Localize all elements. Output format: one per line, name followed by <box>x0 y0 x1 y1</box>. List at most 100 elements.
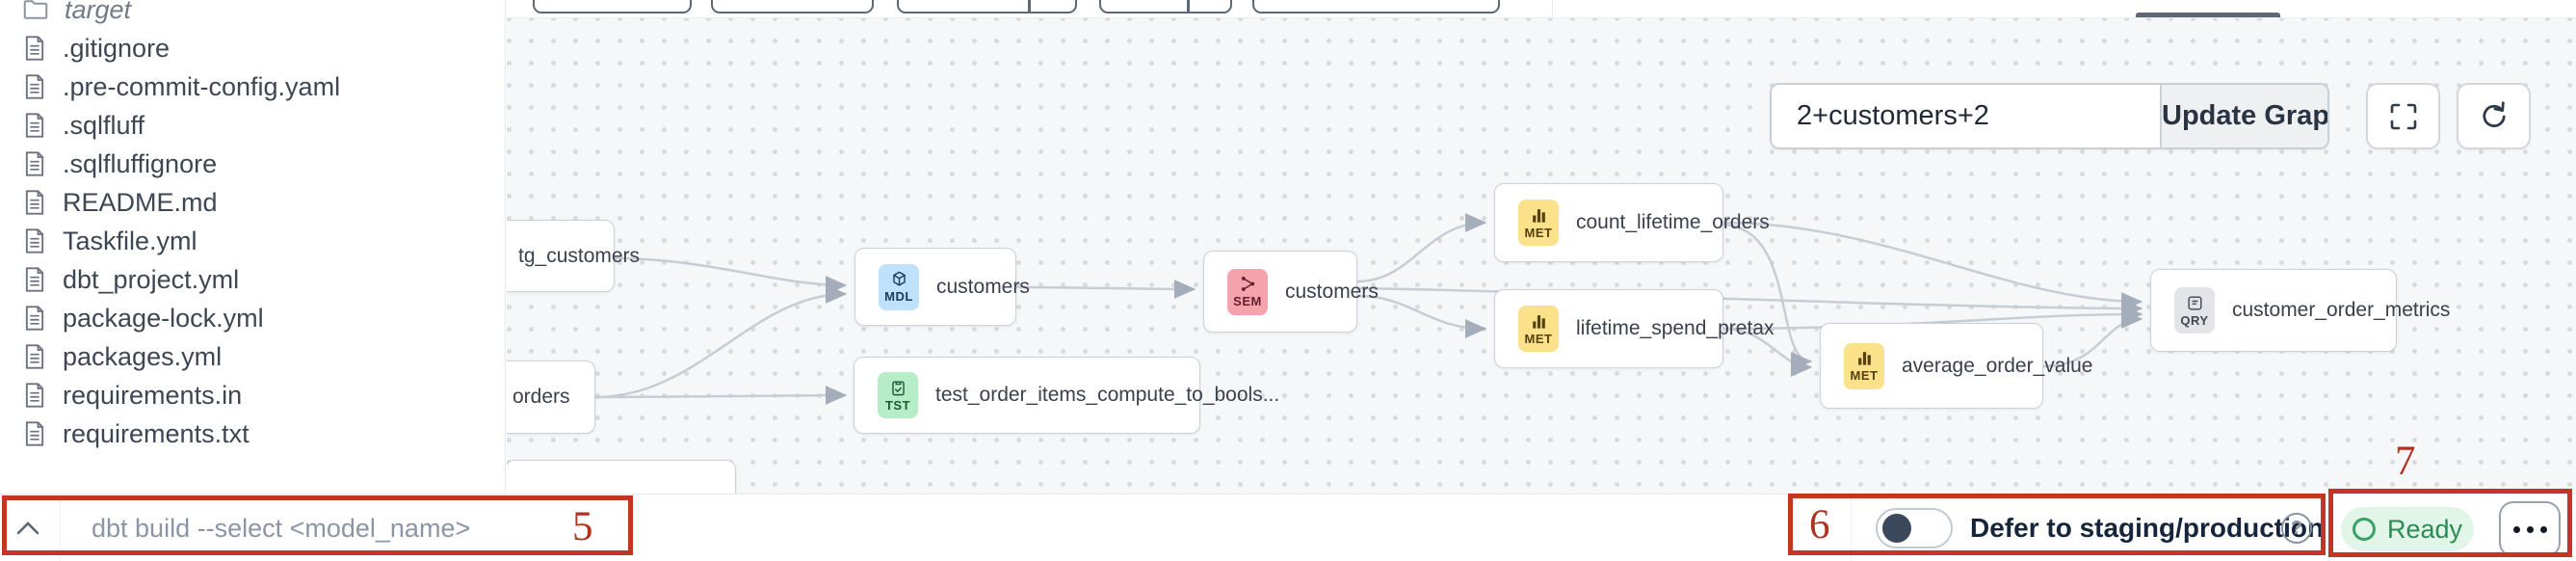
graph-edge <box>1722 305 2143 331</box>
help-icon[interactable]: ? <box>2281 513 2312 544</box>
refresh-icon <box>2482 100 2506 127</box>
graph-node-test-order-items[interactable]: TST test_order_items_compute_to_bools... <box>854 357 1279 434</box>
file-item[interactable]: .sqlfluffignore <box>0 145 505 183</box>
graph-node-customer-order-metrics[interactable]: QRY customer_order_metrics <box>2150 269 2450 352</box>
refresh-button[interactable] <box>2457 83 2531 149</box>
file-item-label: .gitignore <box>63 33 171 63</box>
ready-label: Ready <box>2386 514 2463 544</box>
graph-edge <box>594 284 848 399</box>
graph-node-customers-semantic[interactable]: SEM customers <box>1203 251 1379 333</box>
file-icon <box>25 74 44 99</box>
chart-icon: MET <box>1518 200 1559 246</box>
file-explorer-sidebar: target .gitignore .pre-commit-config.yaml.… <box>0 0 506 494</box>
clipboard-icon: TST <box>878 372 918 418</box>
file-item-label: .sqlfluff <box>63 110 145 140</box>
clipped-toolbar-button[interactable] <box>1252 0 1500 13</box>
file-icon <box>25 383 44 408</box>
chart-icon: MET <box>1518 306 1559 352</box>
graph-selector-group: Update Graph <box>1770 83 2329 149</box>
graph-node-count-lifetime-orders[interactable]: MET count_lifetime_orders <box>1494 183 1770 262</box>
file-item-label: target <box>65 0 132 24</box>
ready-status-badge[interactable]: Ready <box>2341 507 2474 551</box>
graph-node-label: average_order_value <box>1902 354 2093 377</box>
file-icon <box>25 113 44 138</box>
graph-edge <box>594 386 848 406</box>
file-icon <box>25 36 44 61</box>
clipped-toolbar-button[interactable] <box>1099 0 1232 13</box>
file-icon <box>25 190 44 215</box>
lineage-toolbar-clipped <box>507 0 2576 18</box>
graph-edge <box>1356 294 1487 338</box>
clipped-toolbar-button[interactable] <box>533 0 692 13</box>
file-item[interactable]: dbt_project.yml <box>0 260 505 299</box>
dot-icon <box>2539 525 2547 533</box>
graph-edge <box>1722 327 1813 377</box>
chip-divider <box>1187 0 1190 13</box>
file-item[interactable]: requirements.in <box>0 376 505 414</box>
clipped-toolbar-button[interactable] <box>897 0 1077 13</box>
fullscreen-icon <box>2390 103 2416 129</box>
file-icon <box>25 151 44 176</box>
file-item[interactable]: README.md <box>0 183 505 222</box>
pane-divider <box>1552 0 1553 17</box>
chevron-up-icon <box>16 521 39 535</box>
graph-edge <box>614 256 848 295</box>
graph-node-label: test_order_items_compute_to_bools... <box>935 384 1280 406</box>
fullscreen-button[interactable] <box>2366 83 2440 149</box>
graph-edge <box>1722 223 1813 371</box>
file-item-label: packages.yml <box>63 341 223 371</box>
toggle-knob <box>1882 514 1911 543</box>
file-item[interactable]: .sqlfluff <box>0 106 505 145</box>
defer-toggle[interactable] <box>1876 508 1953 548</box>
graph-node-label: orders <box>513 386 570 408</box>
file-item[interactable]: requirements.txt <box>0 414 505 453</box>
file-item-label: requirements.in <box>63 380 243 410</box>
file-icon <box>25 306 44 331</box>
file-item-label: Taskfile.yml <box>63 226 197 255</box>
file-item[interactable]: .pre-commit-config.yaml <box>0 67 505 106</box>
chart-icon: MET <box>1844 342 1884 389</box>
file-item-label: README.md <box>63 187 218 217</box>
graph-node-label: customers <box>1285 280 1379 303</box>
file-item[interactable]: package-lock.yml <box>0 299 505 337</box>
file-item[interactable]: target <box>0 0 505 29</box>
file-list: target .gitignore .pre-commit-config.yaml.… <box>0 0 505 453</box>
graph-edge <box>1356 286 2143 318</box>
file-item[interactable]: .gitignore <box>0 29 505 67</box>
dot-icon <box>2512 525 2520 533</box>
file-item[interactable]: packages.yml <box>0 337 505 376</box>
branch-icon: SEM <box>1227 268 1268 315</box>
graph-edges <box>594 213 2143 406</box>
file-item[interactable]: Taskfile.yml <box>0 222 505 260</box>
command-bar: Defer to staging/production ? Ready <box>0 494 2576 561</box>
graph-node-clipped-bottom-node[interactable] <box>507 460 736 494</box>
file-icon <box>25 344 44 369</box>
graph-node-customers-model[interactable]: MDL customers <box>854 248 1030 326</box>
cube-icon: MDL <box>879 263 919 310</box>
defer-label: Defer to staging/production <box>1970 513 2325 543</box>
graph-edge <box>1356 213 1487 283</box>
command-bar-divider <box>1851 494 1852 561</box>
update-graph-button[interactable]: Update Graph <box>2160 85 2327 147</box>
file-icon <box>25 228 44 254</box>
graph-node-average-order-value[interactable]: MET average_order_value <box>1820 323 2092 409</box>
chip-divider <box>1028 0 1031 13</box>
file-item-label: .sqlfluffignore <box>63 148 218 178</box>
expand-panel-button[interactable] <box>12 514 44 543</box>
file-icon <box>25 267 44 292</box>
graph-node-label: count_lifetime_orders <box>1576 211 1770 233</box>
file-icon <box>25 421 44 446</box>
clipped-toolbar-button[interactable] <box>711 0 874 13</box>
graph-node-label: customers <box>936 275 1030 298</box>
more-options-button[interactable] <box>2499 501 2561 557</box>
file-item-label: requirements.txt <box>63 418 250 448</box>
graph-node-stg-customers[interactable]: tg_customers <box>507 220 640 292</box>
graph-node-orders[interactable]: orders <box>507 361 595 434</box>
graph-selector-input[interactable] <box>1772 85 2160 147</box>
command-bar-divider <box>60 494 61 561</box>
query-icon: QRY <box>2174 287 2215 334</box>
graph-node-label: customer_order_metrics <box>2232 299 2451 321</box>
command-input[interactable] <box>92 506 612 550</box>
graph-edge <box>1015 279 1196 299</box>
